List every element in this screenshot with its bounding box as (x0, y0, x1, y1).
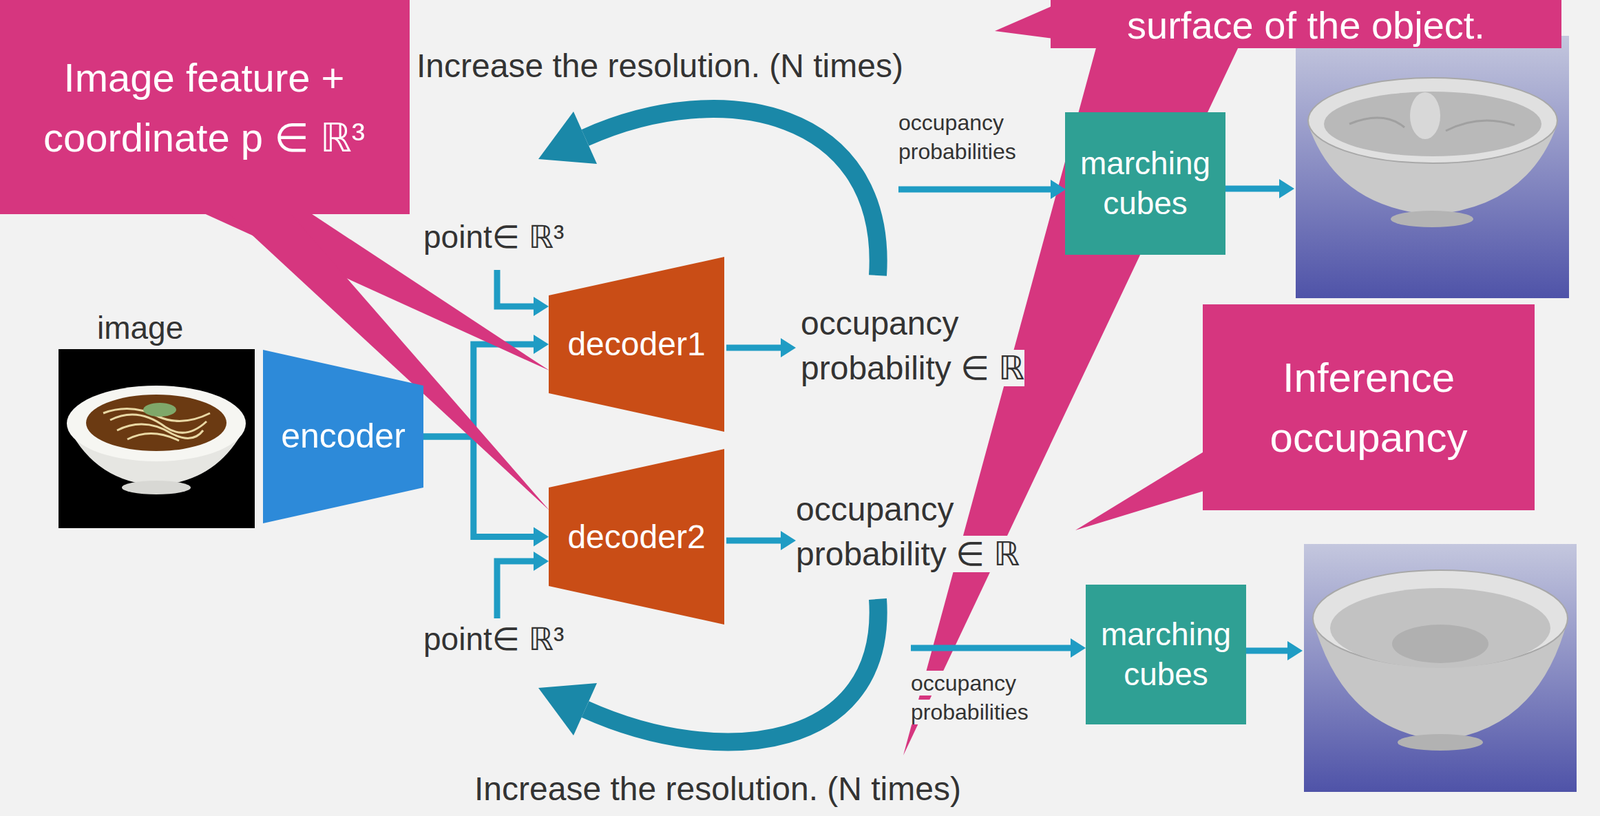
flow-connector (423, 334, 549, 437)
process-box: marching cubes (1085, 584, 1247, 725)
decoder-block: decoder2 (548, 448, 725, 625)
label-wrap: image (97, 309, 184, 347)
node-text: Inference occupancy (1217, 347, 1520, 468)
label-wrap: Increase the resolution. (N times) (416, 46, 904, 85)
output-label: occupancy probabilities (910, 670, 1029, 725)
block-outline (548, 256, 725, 432)
label-wrap: occupancy probabilities (910, 669, 1083, 727)
input-label: point∈ ℝ³ (423, 218, 564, 255)
callout-box: surface of the object. (1050, 0, 1562, 49)
annotation-text: Increase the resolution. (N times) (474, 770, 962, 807)
input-photo (58, 349, 255, 529)
arrow-head (533, 527, 549, 547)
output-mesh (1303, 543, 1577, 792)
node-text: Image feature + coordinate p ∈ ℝ³ (12, 47, 396, 168)
flow-arrows (497, 188, 1290, 651)
block-outline (548, 448, 725, 625)
label-wrap: point∈ ℝ³ (423, 620, 564, 658)
node-text: encoder (280, 416, 406, 457)
annotation-text: Increase the resolution. (N times) (416, 47, 904, 84)
callout-pointer (1075, 448, 1209, 531)
callout-box: Inference occupancy (1202, 304, 1535, 511)
output-label: occupancy probability ∈ ℝ (795, 490, 1020, 573)
connector-line (423, 436, 537, 538)
node-text: surface of the object. (1127, 4, 1486, 47)
loop-arrow (538, 108, 879, 276)
decoder-block: decoder1 (548, 256, 725, 432)
output-label: occupancy probability ∈ ℝ (800, 304, 1025, 387)
encoder-block: encoder (262, 349, 424, 524)
label-wrap: point∈ ℝ³ (423, 218, 564, 256)
output-mesh (1295, 35, 1570, 299)
callout-box: Image feature + coordinate p ∈ ℝ³ (0, 0, 410, 215)
process-box: marching cubes (1065, 112, 1226, 255)
label-wrap: Increase the resolution. (N times) (474, 769, 962, 808)
input-label: image (97, 309, 184, 346)
node-text: decoder2 (567, 517, 705, 556)
block-outline (262, 349, 424, 524)
label-wrap: occupancy probability ∈ ℝ (795, 487, 1092, 577)
node-text: decoder1 (567, 324, 705, 363)
label-wrap: occupancy probability ∈ ℝ (800, 301, 1097, 392)
node-text: marching cubes (1073, 143, 1218, 224)
output-label: occupancy probabilities (898, 110, 1017, 164)
label-wrap: occupancy probabilities (898, 108, 1071, 166)
input-label: point∈ ℝ³ (423, 620, 564, 657)
node-text: marching cubes (1093, 614, 1238, 694)
arrow-head (533, 334, 549, 354)
